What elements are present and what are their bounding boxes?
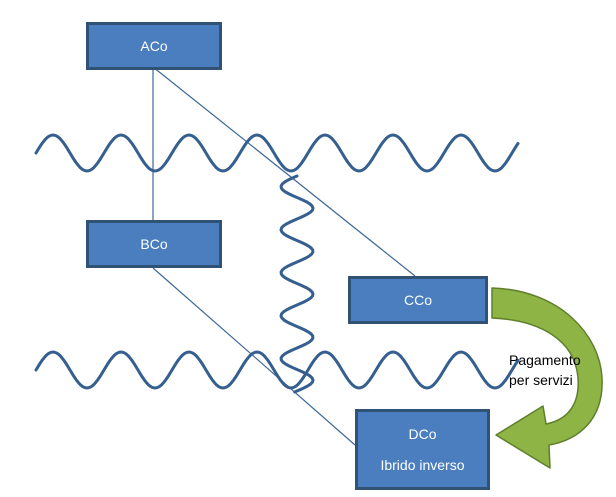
arrow-label-line1: Pagamento	[509, 352, 581, 368]
wavy-line-top	[34, 133, 520, 173]
curved-arrow	[491, 287, 603, 469]
arrow-label: Pagamento per servizi	[509, 350, 609, 390]
node-cco-label: CCo	[403, 292, 432, 308]
node-bco-label: BCo	[140, 236, 168, 252]
connector-bco-dco	[152, 267, 356, 446]
node-bco: BCo	[86, 220, 222, 268]
node-dco-label: DCo	[408, 425, 437, 442]
wavy-line-vertical	[279, 174, 315, 394]
arrow-label-line2: per servizi	[509, 372, 573, 388]
connector-aco-cco	[152, 66, 416, 277]
node-cco: CCo	[348, 276, 488, 324]
node-aco-label: ACo	[140, 38, 168, 54]
node-aco: ACo	[86, 22, 222, 70]
node-dco-sublabel: Ibrido inverso	[380, 457, 465, 474]
node-dco: DCo Ibrido inverso	[355, 409, 490, 490]
wavy-line-bottom	[34, 350, 520, 390]
